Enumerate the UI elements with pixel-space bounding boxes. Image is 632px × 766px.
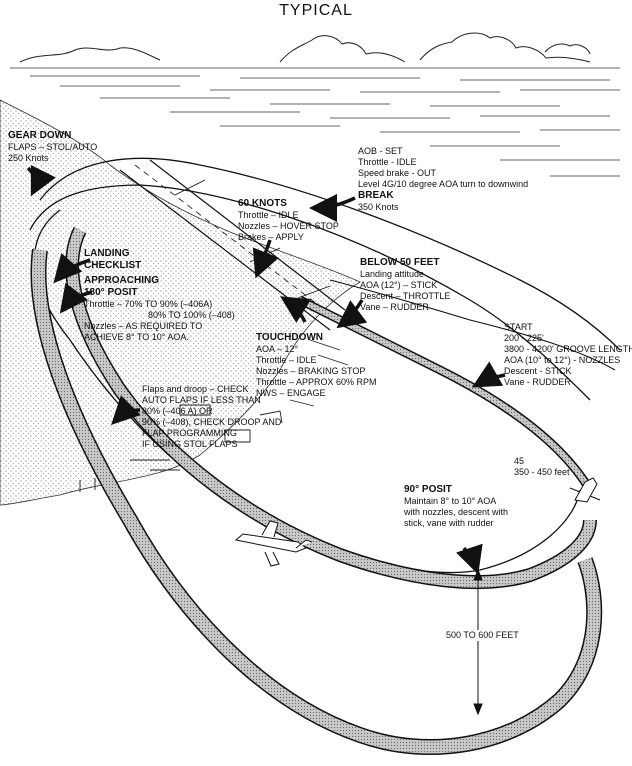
aircraft-downwind	[236, 521, 312, 566]
clouds	[20, 33, 590, 62]
approaching-180-label: APPROACHING 180° POSIT Throttle – 70% TO…	[84, 275, 235, 343]
aircraft-final	[570, 478, 600, 502]
flaps-droop-label: Flaps and droop – CHECK AUTO FLAPS IF LE…	[142, 384, 281, 450]
angle-45-label: 45 350 - 450 feet	[514, 456, 570, 478]
break-label: AOB - SET Throttle - IDLE Speed brake - …	[358, 146, 528, 213]
start-label: START 200 - 225' 3800 - 4200' GROOVE LEN…	[504, 322, 632, 388]
sixty-knots-label: 60 KNOTS Throttle – IDLE Nozzles – HOVER…	[238, 198, 339, 243]
gear-down-label: GEAR DOWN FLAPS – STOL/AUTO 250 Knots	[8, 130, 97, 164]
distance-label: 500 TO 600 FEET	[446, 630, 519, 641]
distance-arrow	[474, 570, 482, 714]
ninety-posit-label: 90° POSIT Maintain 8° to 10° AOA with no…	[404, 484, 508, 529]
below-50-feet-label: BELOW 50 FEET Landing attitude AOA (12°)…	[360, 257, 450, 313]
landing-checklist-label: LANDING CHECKLIST	[84, 248, 141, 272]
diagram-title: TYPICAL	[0, 2, 632, 20]
